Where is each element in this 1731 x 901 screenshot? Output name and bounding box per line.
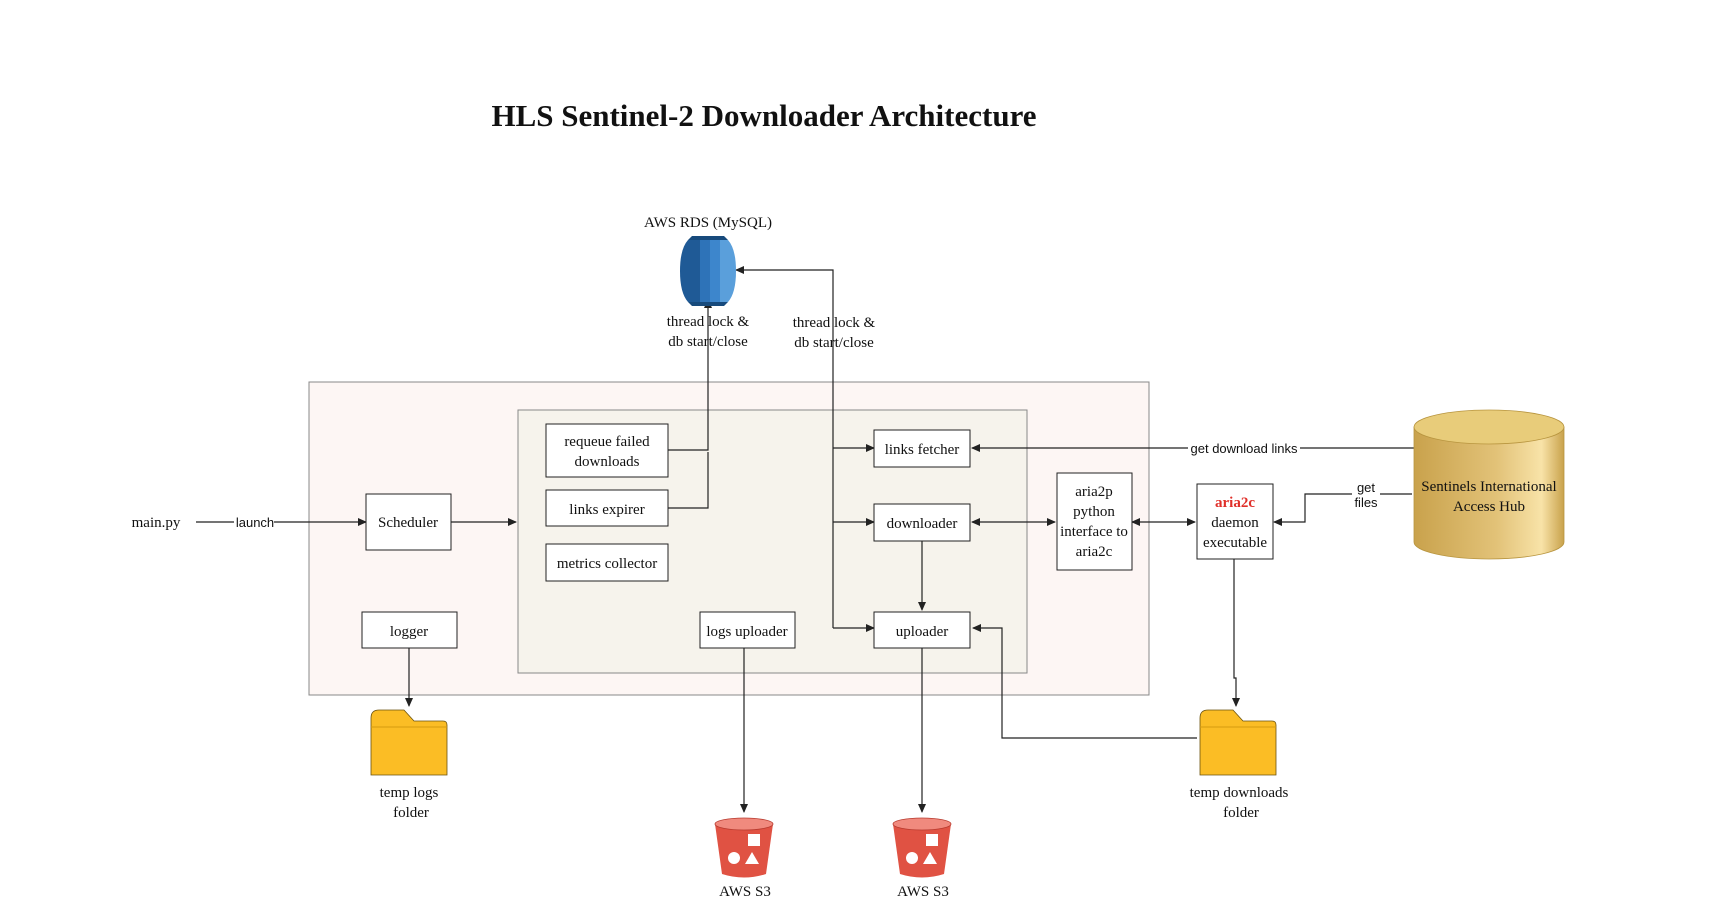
edge-aria2c-temp-downloads [1232, 559, 1240, 707]
requeue-label-2: downloads [575, 454, 640, 470]
aria2c-box [1196, 483, 1274, 560]
node-metrics-collector: metrics collector [545, 543, 669, 582]
folder-icon [370, 709, 448, 776]
links-expirer-box [545, 489, 669, 527]
links-fetcher-label: links fetcher [885, 442, 960, 458]
database-icon [680, 236, 736, 306]
temp-logs-label-2: folder [393, 805, 429, 821]
metrics-collector-box [545, 543, 669, 582]
node-logs-uploader: logs uploader [699, 611, 796, 649]
rds-label: AWS RDS (MySQL) [644, 215, 772, 231]
node-links-expirer: links expirer [545, 489, 669, 527]
scheduler-box [365, 493, 452, 551]
edge-label-get-download-links: get download links [1191, 441, 1298, 456]
edge-label-thread-lock-a1: thread lock & [667, 314, 750, 330]
node-aria2p: aria2p python interface to aria2c [1056, 472, 1133, 571]
edge-requeue-rds [668, 299, 712, 451]
node-uploader: uploader [873, 611, 971, 649]
uploader-box [873, 611, 971, 649]
temp-downloads-label-1: temp downloads [1190, 785, 1289, 801]
node-aws-s3-data: AWS S3 [892, 817, 952, 900]
s3-bucket-icon [892, 817, 952, 878]
requeue-label-1: requeue failed [564, 434, 650, 450]
aria2c-label-2: daemon [1211, 515, 1259, 531]
metrics-collector-label: metrics collector [557, 556, 657, 572]
edge-label-launch: launch [236, 515, 274, 530]
edge-bus-rds [735, 266, 834, 628]
downloader-label: downloader [887, 516, 958, 532]
links-expirer-label: links expirer [569, 502, 644, 518]
edge-expirer-rds [668, 452, 709, 509]
hub-cylinder-body [1413, 426, 1565, 560]
temp-logs-label-1: temp logs [380, 785, 439, 801]
logs-uploader-label: logs uploader [706, 624, 787, 640]
edge-label-get: get [1357, 480, 1375, 495]
node-main-py: main.py [132, 515, 181, 531]
edge-label-bg [1352, 480, 1380, 512]
aria2c-label-3: executable [1203, 535, 1267, 551]
uploader-label: uploader [896, 624, 948, 640]
scheduler-label: Scheduler [378, 515, 438, 531]
s3-data-label: AWS S3 [897, 884, 949, 900]
edge-temp-downloads-uploader [972, 624, 1197, 739]
node-logger: logger [361, 611, 458, 649]
logs-uploader-box [699, 611, 796, 649]
logger-label: logger [390, 624, 428, 640]
node-aria2c: aria2c daemon executable [1196, 483, 1274, 560]
edge-label-thread-lock-b1: thread lock & [793, 315, 876, 331]
diagram-title: HLS Sentinel-2 Downloader Architecture [491, 98, 1036, 133]
logger-box [361, 611, 458, 649]
edge-hub-aria2c [1273, 493, 1412, 526]
node-requeue-failed-downloads: requeue failed downloads [545, 423, 669, 478]
edge-label-thread-lock-a2: db start/close [668, 334, 748, 350]
aria2p-label-1: aria2p [1075, 484, 1112, 500]
aria2p-label-2: python [1073, 504, 1115, 520]
edge-label-bg [234, 514, 274, 530]
s3-logs-label: AWS S3 [719, 884, 771, 900]
s3-bucket-icon [714, 817, 774, 878]
node-aws-s3-logs: AWS S3 [714, 817, 774, 900]
aria2c-label-name: aria2c [1215, 495, 1255, 511]
edge-label-bg [1188, 440, 1300, 456]
hub-cylinder-top [1413, 409, 1565, 445]
aria2p-label-4: aria2c [1076, 544, 1113, 560]
node-scheduler: Scheduler [365, 493, 452, 551]
requeue-box [545, 423, 669, 478]
downloader-box [873, 503, 971, 542]
node-downloader: downloader [873, 503, 971, 542]
hub-label-1: Sentinels International [1421, 479, 1556, 495]
folder-icon [1199, 709, 1277, 776]
node-links-fetcher: links fetcher [873, 429, 971, 468]
hub-label-2: Access Hub [1453, 499, 1525, 515]
edge-label-thread-lock-b2: db start/close [794, 335, 874, 351]
links-fetcher-box [873, 429, 971, 468]
node-temp-downloads-folder: temp downloads folder [1190, 709, 1289, 821]
node-temp-logs-folder: temp logs folder [370, 709, 448, 821]
temp-downloads-label-2: folder [1223, 805, 1259, 821]
aria2p-box [1056, 472, 1133, 571]
edge-label-files: files [1354, 495, 1378, 510]
node-sentinels-hub: Sentinels International Access Hub [1413, 409, 1565, 560]
node-aws-rds: AWS RDS (MySQL) [644, 215, 772, 306]
aria2p-label-3: interface to [1060, 524, 1128, 540]
